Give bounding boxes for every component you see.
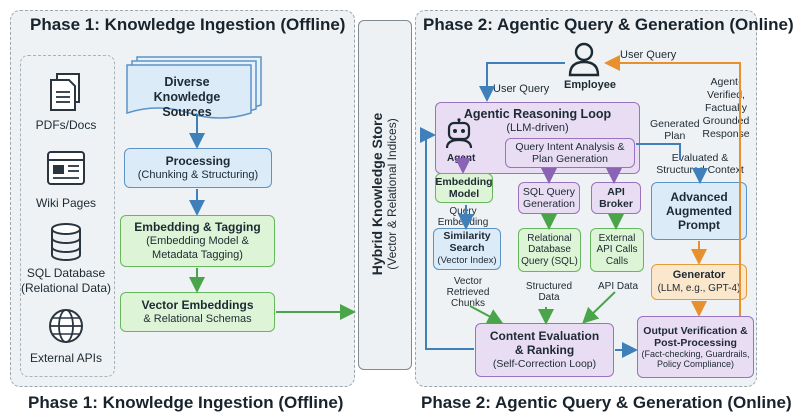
- database-icon: [48, 222, 84, 267]
- source-label-pdfs: PDFs/Docs: [35, 118, 97, 132]
- globe-icon: [47, 307, 85, 350]
- similarity-box: Similarity Search (Vector Index): [433, 228, 501, 270]
- advanced-prompt-text: Advanced Augmented Prompt: [666, 190, 732, 232]
- generator-box: Generator (LLM, e.g., GPT-4): [651, 264, 747, 300]
- generator-title: Generator: [672, 269, 726, 281]
- document-icon: [48, 72, 84, 117]
- intent-box: Query Intent Analysis & Plan Generation: [505, 138, 635, 168]
- embedding-model-text: Embedding Model: [435, 176, 493, 200]
- embedding-title: Embedding & Tagging: [134, 220, 261, 234]
- api-broker-text: API Broker: [599, 186, 633, 210]
- api-broker-box: API Broker: [591, 182, 641, 214]
- relational-text: Relational Database Query (SQL): [521, 232, 578, 267]
- diverse-sources-stack: [125, 55, 265, 130]
- reasoning-sub: (LLM-driven): [506, 122, 569, 134]
- employee-icon: [567, 42, 601, 81]
- generator-sub: (LLM, e.g., GPT-4): [657, 283, 741, 294]
- embedding-model-box: Embedding Model: [435, 173, 493, 203]
- relational-box: Relational Database Query (SQL): [518, 228, 581, 272]
- api-data-label: API Data: [597, 281, 639, 292]
- employee-label: Employee: [564, 79, 616, 91]
- processing-title: Processing: [165, 154, 231, 168]
- embedding-box: Embedding & Tagging (Embedding Model & M…: [120, 215, 275, 267]
- external-calls-box: External API Calls Calls: [590, 228, 644, 272]
- source-label-sql: SQL Database(Relational Data): [20, 266, 112, 295]
- connectors: [189, 55, 741, 358]
- phase2-title: Phase 2: Agentic Query & Generation (Onl…: [423, 15, 794, 34]
- phase1-title: Phase 1: Knowledge Ingestion (Offline): [30, 15, 346, 34]
- hybrid-store: [358, 20, 412, 370]
- intent-text: Query Intent Analysis & Plan Generation: [515, 141, 625, 165]
- processing-sub: (Chunking & Structuring): [137, 169, 259, 181]
- user-query-top: User Query: [620, 49, 677, 61]
- diverse-sources-label: Diverse Knowledge Sources: [153, 75, 221, 119]
- external-calls-text: External API Calls Calls: [596, 232, 638, 267]
- source-label-apis: External APIs: [29, 351, 103, 365]
- output-verif-title: Output Verification & Post-Processing: [643, 324, 748, 349]
- vectors-box: Vector Embeddings & Relational Schemas: [120, 292, 275, 332]
- phase2-footer: Phase 2: Agentic Query & Generation (Onl…: [421, 393, 792, 412]
- phase1-footer: Phase 1: Knowledge Ingestion (Offline): [28, 393, 344, 412]
- sql-gen-text: SQL Query Generation: [522, 186, 576, 210]
- similarity-title: Similarity Search: [443, 230, 491, 254]
- similarity-sub: (Vector Index): [437, 255, 497, 266]
- reasoning-title: Agentic Reasoning Loop: [463, 107, 612, 121]
- vectors-title: Vector Embeddings: [141, 298, 254, 312]
- robot-agent-icon: [445, 118, 473, 153]
- sql-gen-box: SQL Query Generation: [518, 182, 580, 214]
- content-eval-title: Content Evaluation & Ranking: [489, 329, 600, 357]
- vectors-sub: & Relational Schemas: [143, 313, 252, 325]
- embedding-sub: (Embedding Model & Metadata Tagging): [146, 235, 249, 261]
- user-query-left: User Query: [493, 83, 550, 95]
- browser-window-icon: [46, 150, 86, 191]
- source-label-wiki: Wiki Pages: [35, 196, 97, 210]
- output-verif-sub: (Fact-checking, Guardrails, Policy Compl…: [641, 348, 750, 370]
- content-eval-sub: (Self-Correction Loop): [492, 358, 597, 370]
